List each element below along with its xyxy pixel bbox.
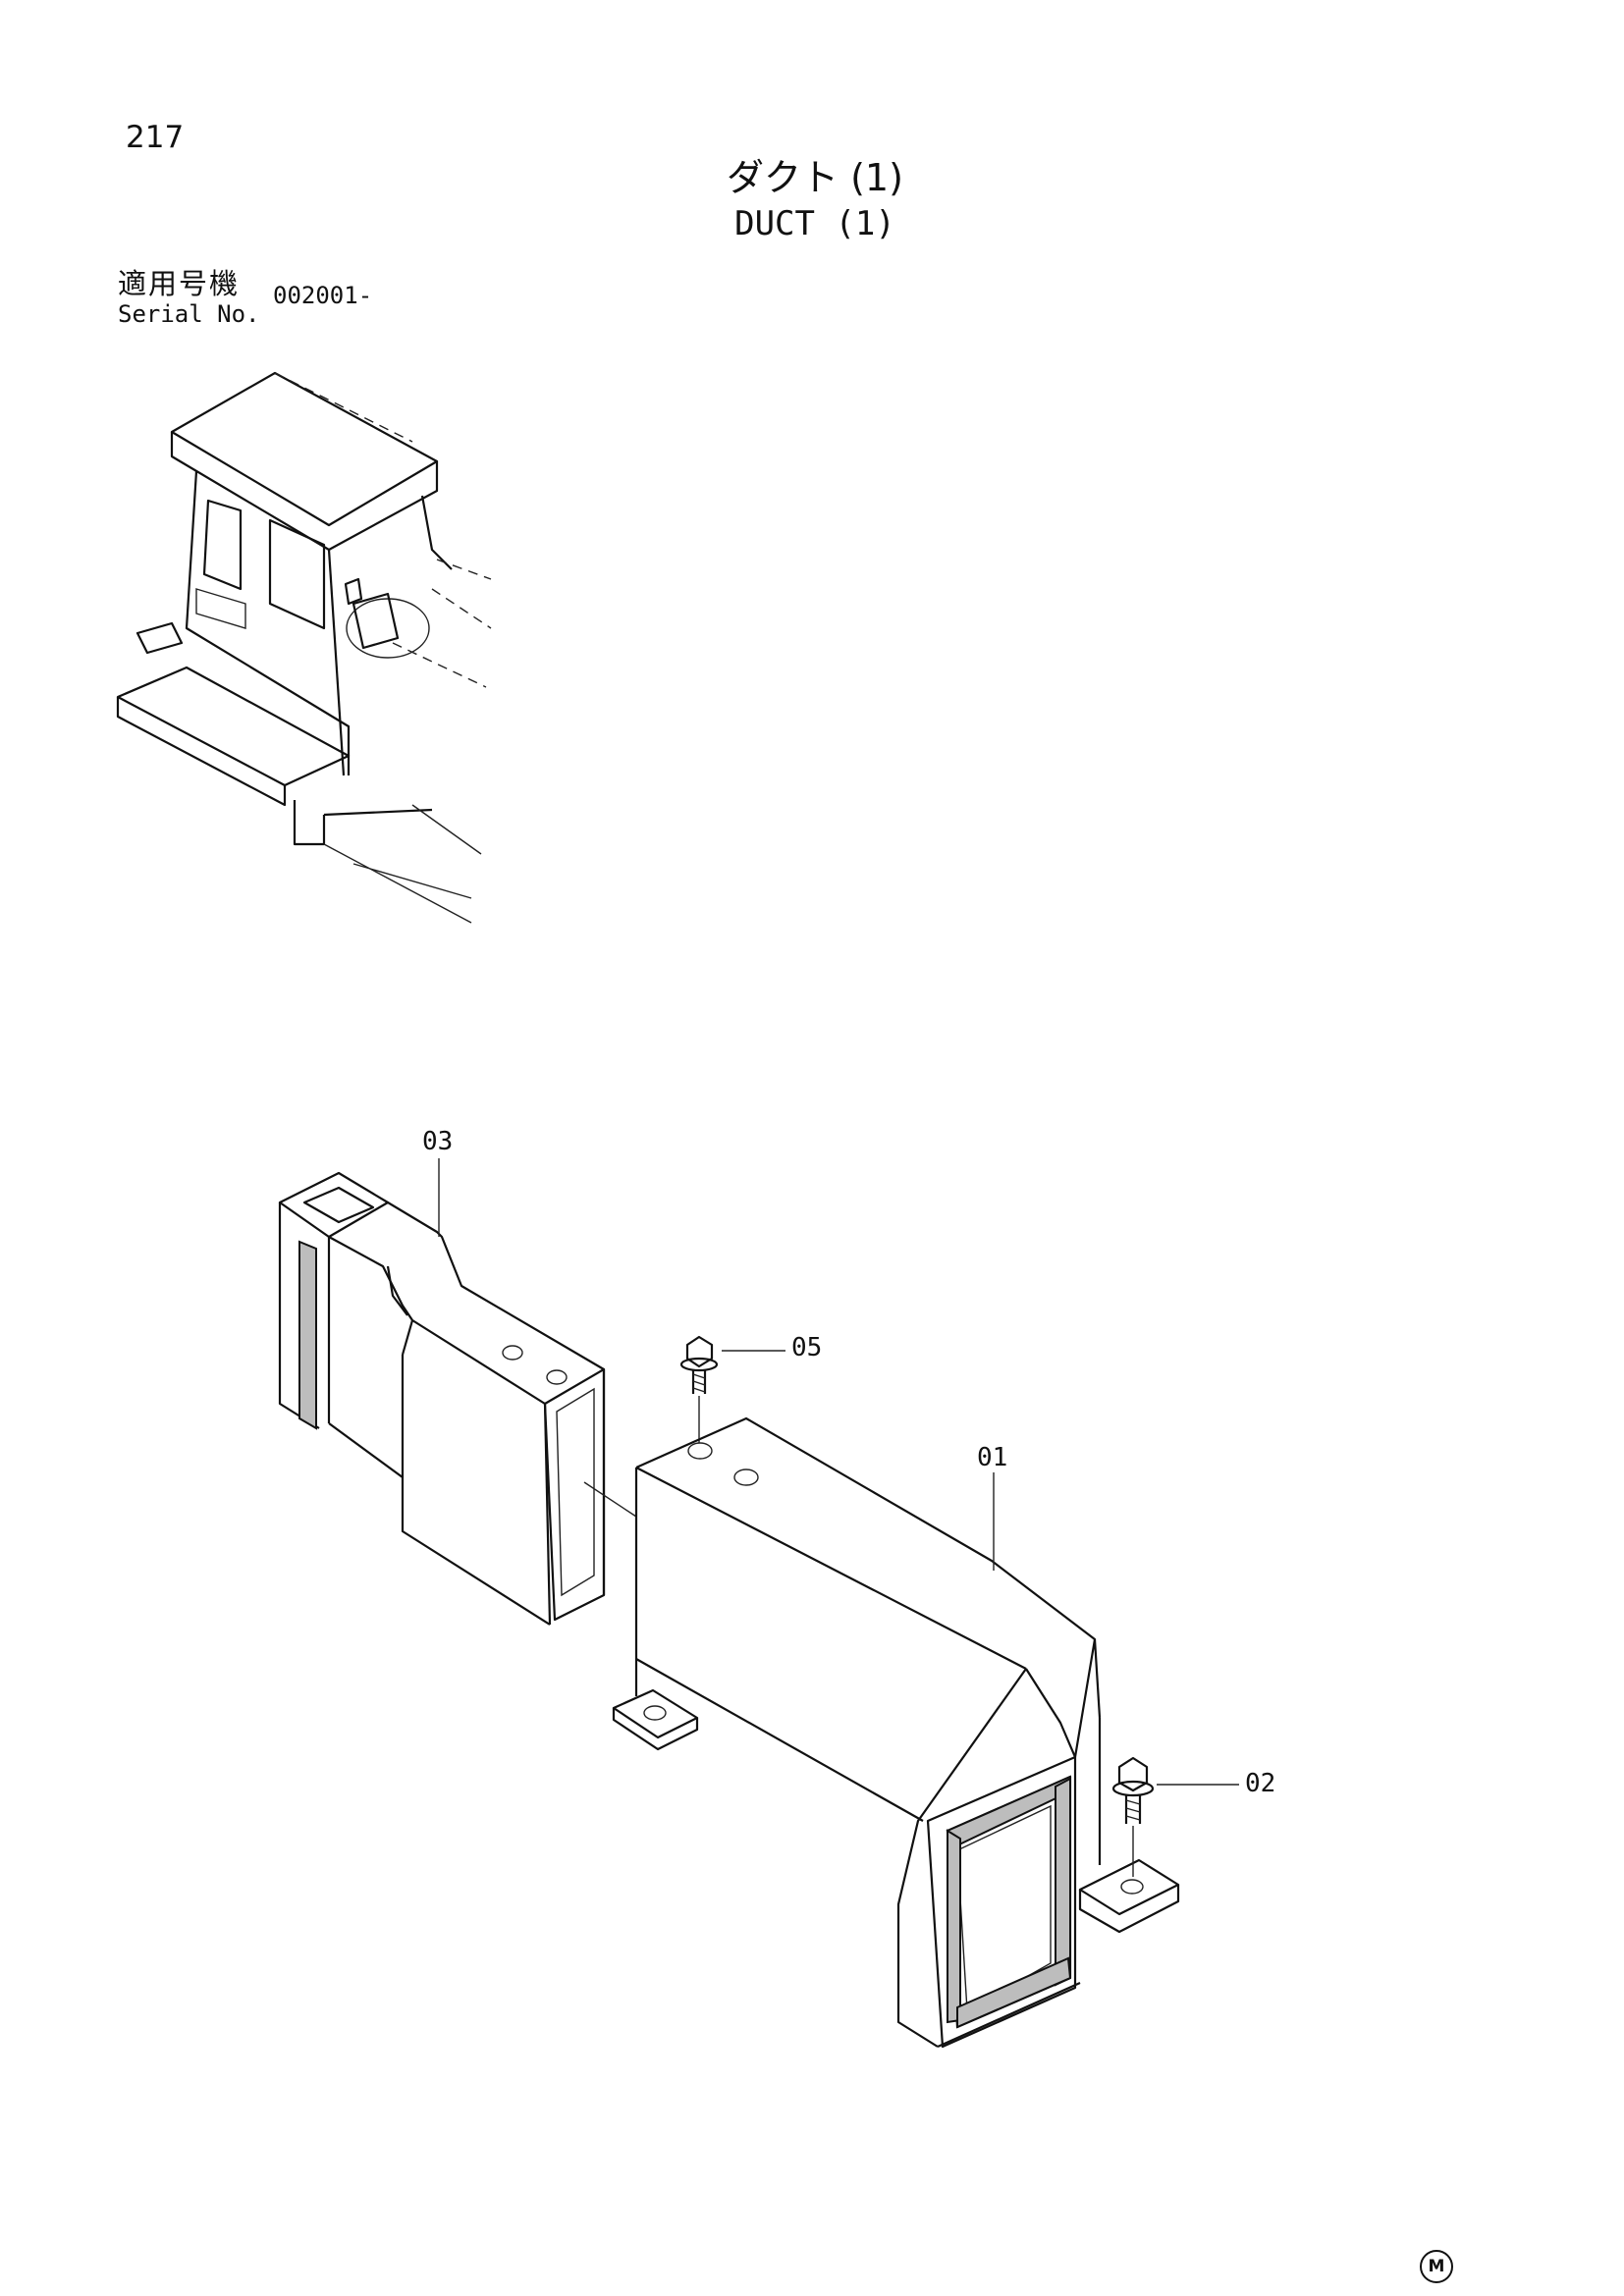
callout-part-05: 05 (791, 1333, 823, 1362)
callout-part-01: 01 (977, 1443, 1008, 1472)
serial-label-english: Serial No. (118, 300, 260, 328)
part-03-duct-adapter (278, 1158, 637, 1626)
serial-label-japanese: 適用号機 (118, 267, 241, 300)
page-number: 217 (126, 120, 185, 155)
callout-part-03: 03 (422, 1127, 454, 1156)
part-02-bolt (1111, 1756, 1239, 1877)
part-05-bolt (679, 1335, 785, 1443)
maker-mark: M (1420, 2250, 1453, 2283)
serial-number-range: 002001- (273, 282, 373, 309)
page-title-japanese: ダクト (1) (727, 156, 903, 199)
part-01-main-duct (612, 1416, 1180, 2049)
cab-location-illustration (116, 371, 492, 924)
page-title-english: DUCT (1) (734, 204, 895, 243)
callout-part-02: 02 (1245, 1769, 1276, 1798)
